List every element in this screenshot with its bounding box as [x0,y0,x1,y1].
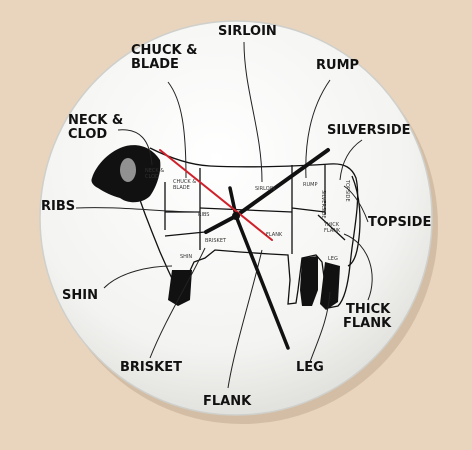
small-label-chuck-blade-line2: BLADE [173,185,190,191]
section-line [317,214,346,241]
leader-topside [343,185,369,223]
label-ribs: RIBS [41,199,76,214]
small-label-chuck-blade: CHUCK & BLADE [173,179,196,191]
tail [347,175,361,267]
small-label-neck-clod: NECK & CLOD [145,168,164,180]
hour-hand-tail [204,214,238,234]
label-thick-flank-line1: THICK [346,302,391,317]
small-label-silverside: SILVERSIDE [320,190,326,219]
small-label-neck-clod-line2: CLOD [145,174,159,180]
small-label-brisket: BRISKET [205,238,227,244]
small-label-rump: RUMP [303,182,318,188]
center-cap [232,212,240,220]
head-highlight [120,158,136,182]
minute-hand [234,214,290,350]
leader-ribs [75,207,201,213]
label-rump: RUMP [316,58,360,73]
label-shin: SHIN [62,288,98,303]
label-sirloin: SIRLOIN [218,24,277,39]
front-hoof [168,270,192,306]
leader-leg [309,291,331,363]
label-thick-flank: THICK FLANK [343,303,391,331]
leader-rump [305,79,331,179]
leader-lines [75,41,373,389]
label-chuck-blade-line1: CHUCK & [131,43,198,58]
rear-hoof-right [320,262,340,310]
small-label-sirloin: SIRLOIN [255,186,275,192]
small-label-topside: TOPSIDE [344,180,350,202]
label-flank: FLANK [203,394,252,409]
small-label-thick-flank: THICK FLANK [324,222,340,234]
label-neck-clod-line2: CLOD [68,127,108,142]
label-leg: LEG [296,360,324,375]
label-neck-clod: NECK & CLOD [68,114,123,142]
leader-chuck [167,81,187,179]
section-line [164,231,206,237]
label-thick-flank-line2: FLANK [343,316,392,331]
hour-hand [234,148,330,218]
second-hand [159,149,273,241]
small-label-chuck-blade-line1: CHUCK & [173,179,197,185]
small-label-ribs: RIBS [198,212,210,218]
small-label-thick-flank-line2: FLANK [324,228,341,234]
label-brisket: BRISKET [120,360,182,375]
label-chuck-blade-line2: BLADE [131,57,179,72]
leader-silverside [339,139,363,181]
label-neck-clod-line1: NECK & [68,113,124,128]
small-label-flank: FLANK [266,232,283,238]
leader-brisket [149,247,206,359]
leader-thick-flank [343,233,373,301]
section-line [291,207,326,213]
small-label-neck-clod-line1: NECK & [145,168,165,174]
leader-shin [103,265,173,289]
leader-flank [227,249,263,389]
leader-neck [117,129,153,166]
label-silverside: SILVERSIDE [327,123,411,138]
small-label-thick-flank-line1: THICK [324,222,340,228]
label-chuck-blade: CHUCK & BLADE [131,44,197,72]
leader-sirloin [243,41,263,183]
label-topside: TOPSIDE [368,215,432,230]
small-label-shin: SHIN [180,254,193,260]
small-label-leg: LEG [328,256,338,262]
rear-hoof-left [300,256,318,306]
